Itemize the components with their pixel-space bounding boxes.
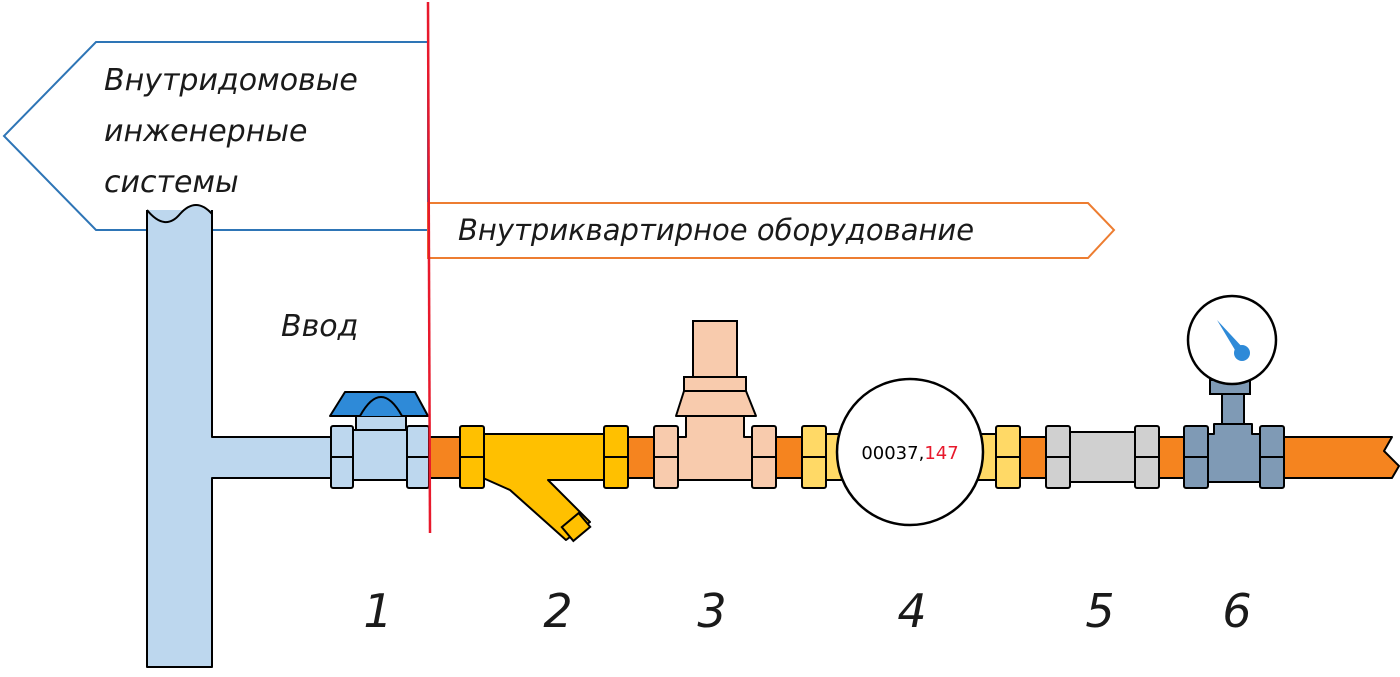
component-number-3: 3 [697,584,726,638]
pressure-gauge-icon [1183,294,1285,489]
meter-reading: 00037,147 [861,443,958,464]
component-number-5: 5 [1085,584,1114,638]
pressure-reducer-icon [653,320,777,489]
building-systems-label-line2: инженерные [104,114,307,149]
inlet-label: Ввод [281,309,358,344]
component-number-6: 6 [1222,584,1251,638]
meter-reading-integer: 00037, [861,443,924,464]
ball-valve-icon [329,391,430,489]
component-number-4: 4 [897,584,926,638]
component-number-2: 2 [543,584,572,638]
boundary-line [426,1,432,534]
check-valve-icon [1045,425,1160,489]
apartment-equipment-label: Внутриквартирное оборудование [458,213,974,247]
building-systems-banner: Внутридомовые инженерные системы [2,41,429,231]
building-systems-label-line3: системы [104,165,239,200]
component-number-1: 1 [363,584,392,638]
building-systems-label-line1: Внутридомовые [104,63,358,98]
y-strainer-icon [459,425,629,543]
water-meter-icon: 00037,147 [801,377,1021,527]
riser-pipe [146,204,333,668]
apartment-equipment-banner: Внутриквартирное оборудование [427,202,1116,259]
meter-reading-fraction: 147 [924,443,958,464]
